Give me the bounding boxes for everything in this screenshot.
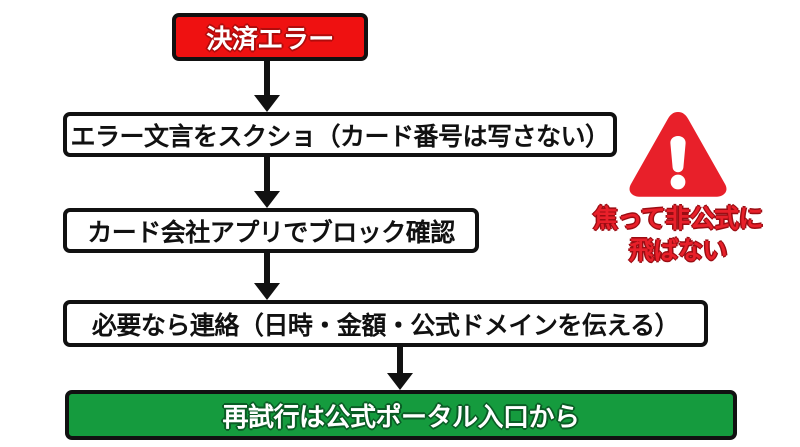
warning-callout: 焦って非公式に 飛ばない (562, 110, 794, 267)
arrow-down-icon-2 (252, 157, 282, 208)
flow-node-step-3: 必要なら連絡（日時・金額・公式ドメインを伝える） (63, 300, 708, 347)
warning-text: 焦って非公式に 飛ばない (562, 204, 794, 267)
arrow-shaft (397, 347, 403, 375)
flow-node-payment-error-label: 決済エラー (206, 23, 334, 54)
arrow-shaft (264, 61, 270, 97)
arrow-head (254, 283, 280, 300)
flow-node-step-2: カード会社アプリでブロック確認 (63, 208, 479, 253)
arrow-down-icon-4 (385, 347, 415, 390)
arrow-head (254, 95, 280, 112)
warning-text-line-2: 飛ばない (628, 236, 728, 265)
flow-node-result: 再試行は公式ポータル入口から (65, 390, 737, 440)
arrow-head (254, 191, 280, 208)
flow-node-payment-error: 決済エラー (172, 13, 368, 61)
flow-node-step-3-label: 必要なら連絡（日時・金額・公式ドメインを伝える） (91, 311, 680, 340)
flow-node-step-1: エラー文言をスクショ（カード番号は写さない） (63, 112, 617, 157)
warning-text-line-1: 焦って非公式に (592, 205, 764, 233)
warning-triangle-icon (629, 112, 727, 197)
arrow-down-icon-3 (252, 253, 282, 300)
arrow-down-icon-1 (252, 61, 282, 112)
flow-node-step-1-label: エラー文言をスクショ（カード番号は写さない） (70, 122, 610, 151)
arrow-shaft (264, 157, 270, 193)
arrow-shaft (264, 253, 270, 285)
flow-node-result-label: 再試行は公式ポータル入口から (222, 401, 580, 432)
arrow-head (387, 373, 413, 390)
flow-node-step-2-label: カード会社アプリでブロック確認 (87, 218, 455, 247)
